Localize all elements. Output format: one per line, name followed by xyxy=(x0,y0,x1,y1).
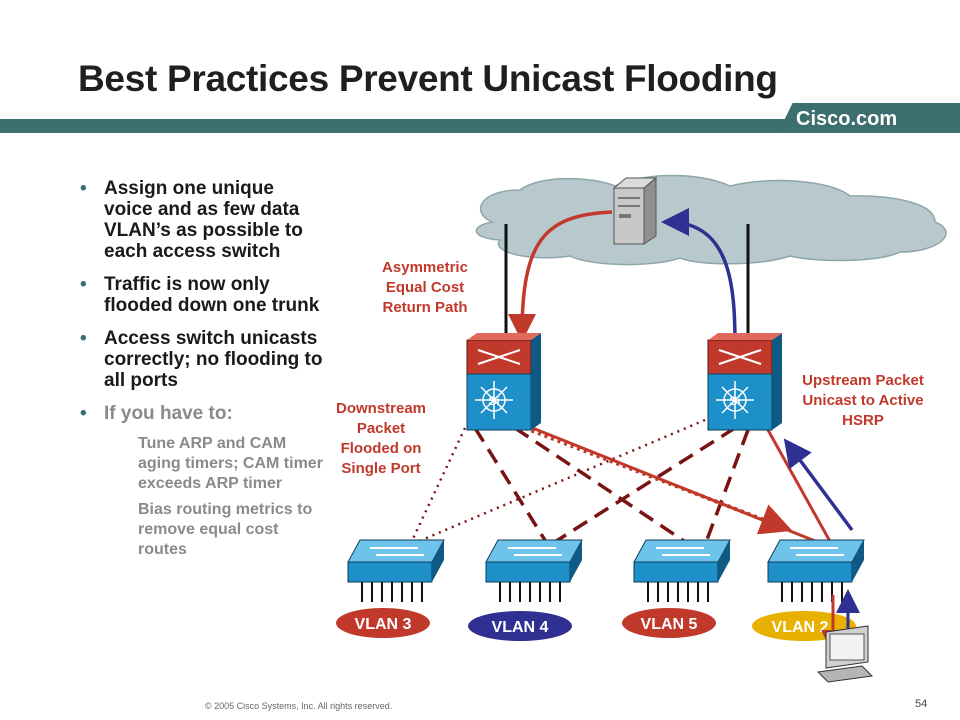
bullet-item: Access switch unicasts correctly; no flo… xyxy=(80,328,325,391)
copyright-footer: © 2005 Cisco Systems, Inc. All rights re… xyxy=(205,701,393,711)
label-line: Upstream Packet xyxy=(802,372,924,389)
label-line: Flooded on xyxy=(340,440,422,457)
access-switch-icon xyxy=(347,539,445,602)
access-switch-icon xyxy=(633,539,731,602)
access-switch-icon xyxy=(767,539,865,602)
bullet-list: Assign one unique voice and as few data … xyxy=(80,178,325,566)
trunk-line xyxy=(408,427,467,546)
bullet-item: If you have to: xyxy=(80,403,325,424)
brand-label: Cisco.com xyxy=(796,108,898,130)
label-line: Single Port xyxy=(341,460,421,477)
sub-bullet-item: Tune ARP and CAM aging timers; CAM timer… xyxy=(138,435,323,492)
label-line: Return Path xyxy=(382,299,468,316)
bullet-item: Traffic is now only flooded down one tru… xyxy=(80,274,325,316)
label-line: Unicast to Active xyxy=(802,392,924,409)
vlan-label: VLAN 3 xyxy=(355,616,412,633)
sub-bullet-item: Bias routing metrics to remove equal cos… xyxy=(138,501,313,558)
router-switch-icon: Si xyxy=(466,333,541,431)
return-path-arrow xyxy=(508,210,613,342)
label-line: HSRP xyxy=(842,412,884,429)
bullet-item: Assign one unique voice and as few data … xyxy=(80,178,325,262)
upstream-label: Upstream Packet Unicast to Active HSRP xyxy=(782,371,944,431)
vlan-badge: VLAN 4 xyxy=(468,611,572,641)
trunk-line xyxy=(549,426,736,547)
trunk-line xyxy=(514,426,691,547)
vlan-label: VLAN 2 xyxy=(772,619,829,636)
header-band xyxy=(0,119,960,133)
trunk-line xyxy=(766,429,834,546)
switch-label: Si xyxy=(729,394,740,408)
upstream-path-arrow xyxy=(783,438,854,532)
vlan-label: VLAN 4 xyxy=(492,619,549,636)
trunk-line xyxy=(703,429,750,546)
label-line: Asymmetric xyxy=(382,259,468,276)
router-switch-icon: Si xyxy=(707,333,782,431)
asymmetric-label: Asymmetric Equal Cost Return Path xyxy=(362,258,488,318)
slide-title: Best Practices Prevent Unicast Flooding xyxy=(78,58,778,99)
upstream-path-arrow xyxy=(661,208,737,346)
flood-path xyxy=(524,426,793,535)
access-switch-icon xyxy=(485,539,583,602)
trunk-line xyxy=(473,427,550,546)
brand-tab: Cisco.com xyxy=(778,103,960,133)
server-icon xyxy=(612,176,658,245)
label-line: Equal Cost xyxy=(385,279,465,296)
vlan-badge: VLAN 5 xyxy=(622,608,716,638)
page-number: 54 xyxy=(915,698,928,710)
cloud-shape xyxy=(475,174,947,266)
downstream-label: Downstream Packet Flooded on Single Port xyxy=(318,399,444,479)
vlan-badge: VLAN 3 xyxy=(336,608,430,638)
label-line: Downstream xyxy=(335,400,427,417)
trunk-line xyxy=(409,418,706,547)
pc-icon xyxy=(816,625,874,683)
label-line: Packet xyxy=(356,420,406,437)
vlan-label: VLAN 5 xyxy=(641,616,698,633)
switch-label: Si xyxy=(488,394,499,408)
